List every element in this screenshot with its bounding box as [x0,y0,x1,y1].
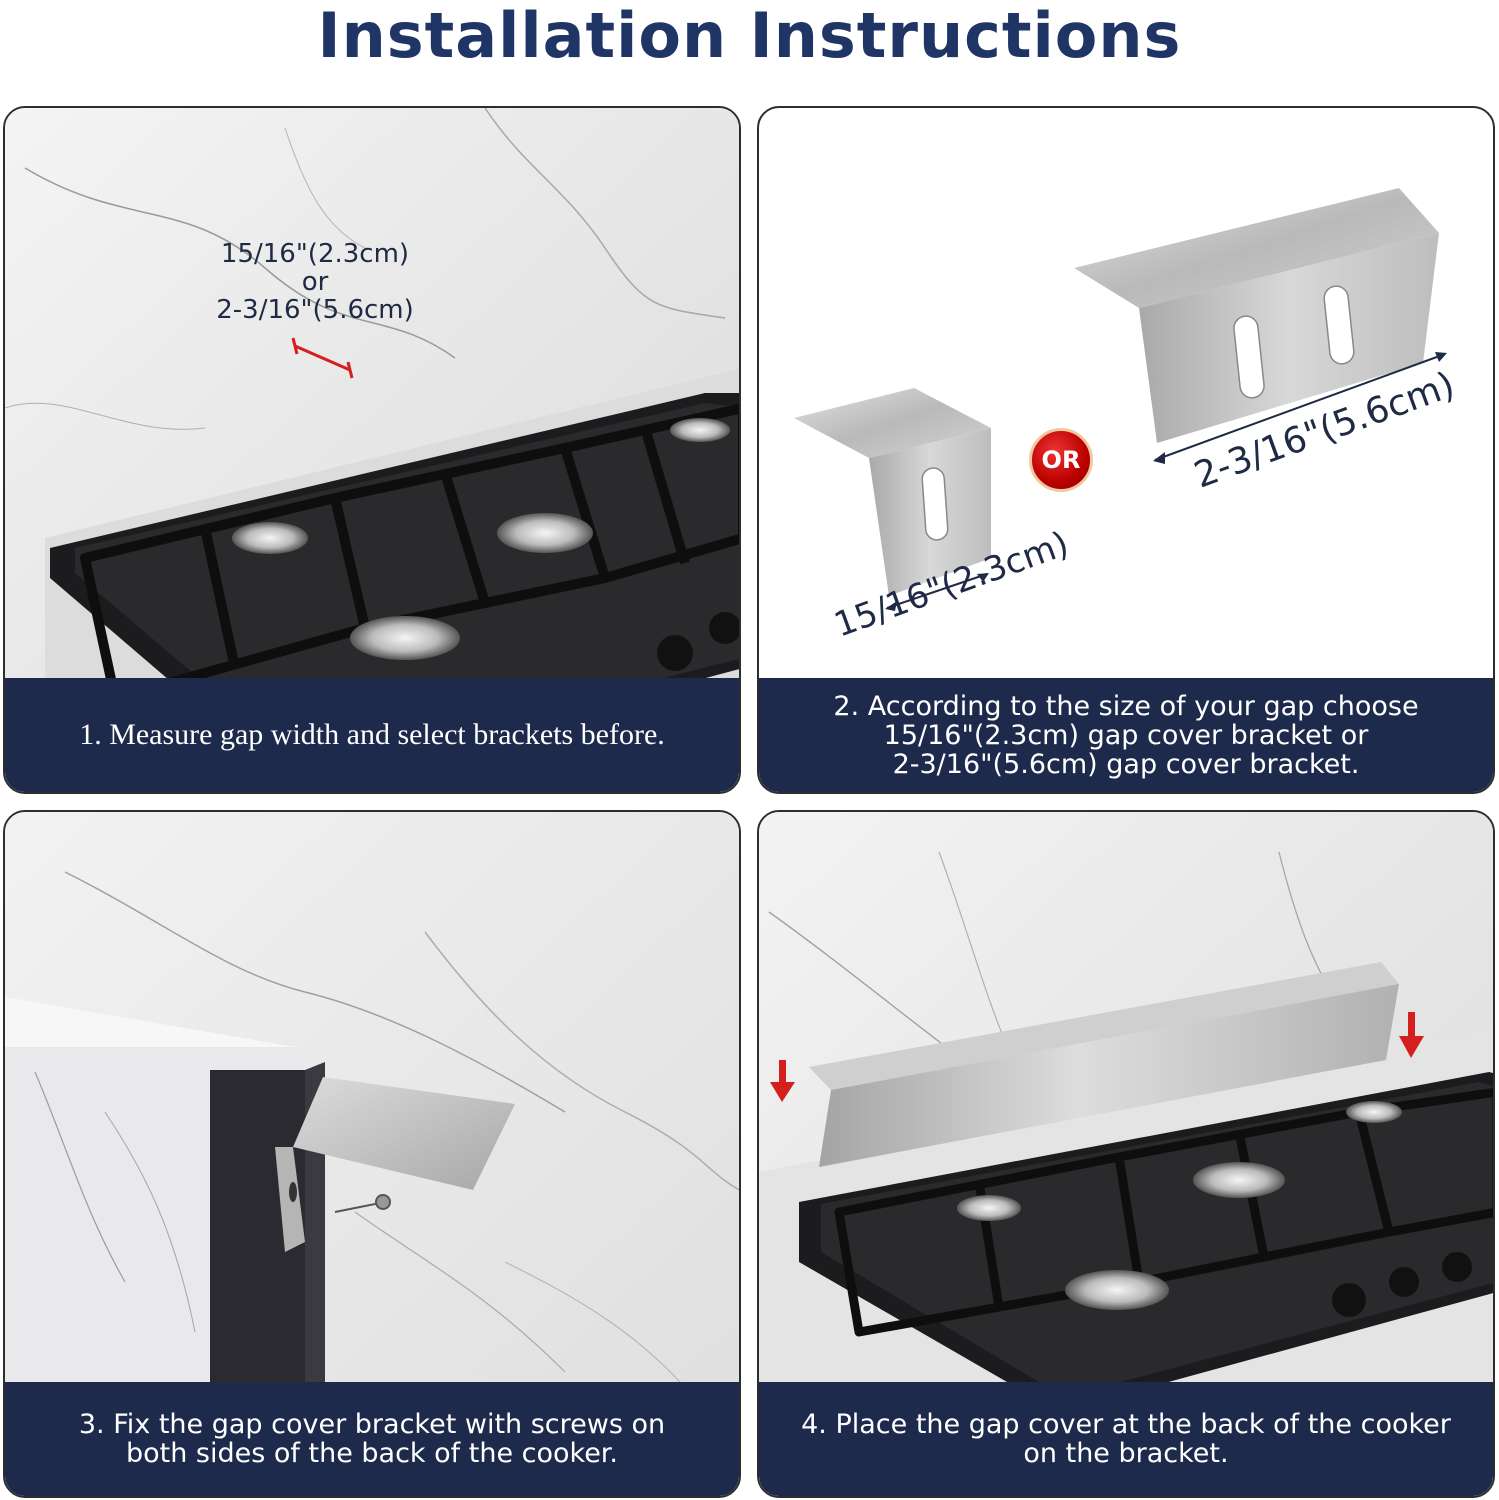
large-bracket [1074,188,1439,443]
step-1-panel: 15/16"(2.3cm) or 2-3/16"(5.6cm) 1. Measu… [3,106,741,794]
gap-measure-label: 15/16"(2.3cm) or 2-3/16"(5.6cm) [205,240,425,324]
step-3-caption-line-1: 3. Fix the gap cover bracket with screws… [78,1409,666,1440]
step-4-panel: 4. Place the gap cover at the back of th… [757,810,1495,1498]
step-1-illustration [5,108,739,792]
gap-measure-line-3: 2-3/16"(5.6cm) [216,295,414,325]
step-2-caption: 2. According to the size of your gap cho… [759,678,1493,792]
or-badge: OR [1029,428,1093,492]
gap-cover [809,962,1399,1167]
step-4-caption-line-2: on the bracket. [1023,1438,1229,1469]
step-3-caption-line-2: both sides of the back of the cooker. [125,1438,619,1469]
step-2-caption-line-3: 2-3/16"(5.6cm) gap cover bracket. [892,748,1360,780]
step-4-caption: 4. Place the gap cover at the back of th… [759,1382,1493,1496]
step-4-caption-line-1: 4. Place the gap cover at the back of th… [801,1409,1451,1440]
step-2-caption-line-2: 15/16"(2.3cm) gap cover bracket or [883,719,1369,751]
step-3-caption: 3. Fix the gap cover bracket with screws… [5,1382,739,1496]
page-title: Installation Instructions [317,0,1182,72]
step-2-panel: 15/16"(2.3cm) 2-3/16"(5.6cm) OR 2. Accor… [757,106,1495,794]
small-bracket [794,388,991,596]
gap-measure-line-1: 15/16"(2.3cm) [220,239,410,269]
down-arrow-left [770,1060,795,1102]
down-arrow-right [1399,1012,1424,1058]
screw [334,1194,391,1213]
step-2-illustration [794,188,1447,611]
step-1-caption: 1. Measure gap width and select brackets… [5,678,739,792]
gap-measure-line-2: or [301,267,329,297]
wall-bracket [275,1077,515,1252]
step-2-caption-line-1: 2. According to the size of your gap cho… [833,690,1419,722]
step-3-panel: 3. Fix the gap cover bracket with screws… [3,810,741,1498]
